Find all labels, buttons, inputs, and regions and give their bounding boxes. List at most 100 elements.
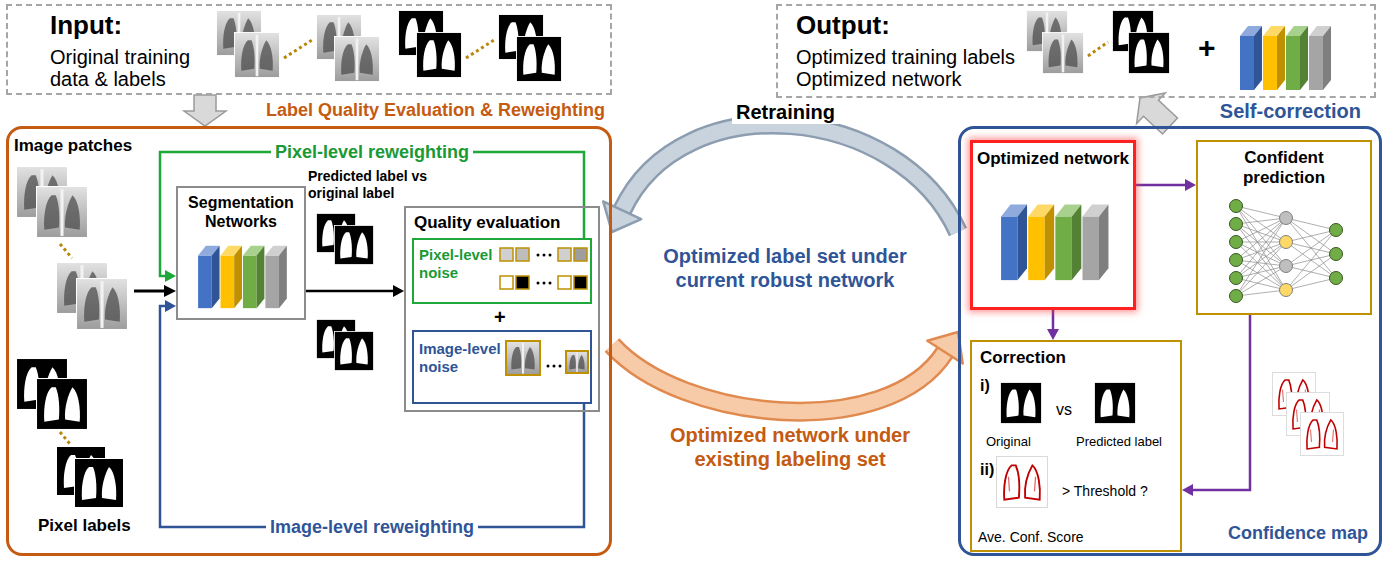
node-text: ii) xyxy=(980,460,994,479)
text-slot: Image patches xyxy=(14,136,132,156)
text-slot: Pixel-level reweighting xyxy=(271,141,473,163)
arrowhead xyxy=(1185,179,1196,191)
input-images xyxy=(216,10,561,81)
arrowhead xyxy=(1047,329,1059,340)
node-text: Original xyxy=(986,434,1031,450)
connector xyxy=(1182,315,1250,496)
node-text: Predicted label xyxy=(1076,434,1162,450)
curved-arrow-body xyxy=(622,124,958,232)
input-box: Input: Original training data & labels xyxy=(6,4,612,95)
text-slot: + xyxy=(1198,30,1216,66)
text-slot: Pixel-level noise xyxy=(419,246,499,282)
node-text: i) xyxy=(980,376,990,395)
node-text: Original training data & labels xyxy=(50,46,215,90)
annotation: Confidence map xyxy=(1228,522,1368,544)
arrowhead xyxy=(165,300,176,312)
node-title: Output: xyxy=(796,10,890,41)
annotation: + xyxy=(1198,30,1216,66)
node-text: vs xyxy=(1056,400,1072,419)
noise-squares xyxy=(500,248,587,289)
connector-line xyxy=(160,306,584,527)
node-title: Segmentation Networks xyxy=(182,193,300,231)
annotation: Optimized label set under current robust… xyxy=(648,244,922,292)
node-title: Pixel-level noise xyxy=(419,246,499,282)
connector xyxy=(184,95,226,126)
connector-line xyxy=(1193,315,1250,490)
node-title: Quality evaluation xyxy=(414,213,560,233)
node-title: Label Quality Evaluation & Reweighting xyxy=(266,99,605,121)
connector xyxy=(612,332,963,412)
text-slot: Image-level noise xyxy=(419,340,505,376)
connector xyxy=(306,285,404,297)
text-slot: Quality evaluation xyxy=(414,213,560,233)
network-box: Optimized network xyxy=(970,140,1136,310)
text-slot: Self-correction xyxy=(1220,99,1361,123)
text-slot: Optimized network xyxy=(973,149,1133,169)
connector xyxy=(1047,310,1059,340)
annotation: + xyxy=(494,305,506,329)
annotation: Predicted label vs original label xyxy=(308,168,434,202)
text-slot: Retraining xyxy=(732,100,839,124)
text-slot: + xyxy=(494,305,506,329)
edge-label: Pixel-level reweighting xyxy=(271,141,473,163)
curved-arrow-body xyxy=(612,345,945,412)
curved-arrow-outline xyxy=(612,345,945,412)
edge-label: Optimized network under existing labelin… xyxy=(650,423,930,471)
connector-line xyxy=(1052,310,1055,329)
node-text: Ave. Conf. Score xyxy=(978,529,1084,546)
connector xyxy=(603,124,958,232)
arrowhead xyxy=(603,201,641,232)
text-slot: Optimized training labels Optimized netw… xyxy=(796,46,1036,90)
process-box: Correction i) Original vsPredicted label ii)… xyxy=(970,340,1182,552)
connector-line xyxy=(160,152,584,276)
text-slot: Input: xyxy=(50,10,122,41)
connector xyxy=(160,152,584,282)
arrowhead xyxy=(165,270,176,282)
text-slot: Pixel labels xyxy=(38,516,131,536)
text-slot: Output: xyxy=(796,10,890,41)
annotation: Image patches xyxy=(14,136,132,156)
noise-box: Image-level noise xyxy=(412,330,592,404)
node-title: Self-correction xyxy=(1220,99,1361,123)
edge-label: Image-level reweighting xyxy=(266,516,478,538)
connector-line xyxy=(1136,184,1185,187)
text-slot: Confident prediction xyxy=(1198,148,1370,188)
text-slot: vs xyxy=(1056,400,1072,419)
output-box: Output: Optimized training labels Optimiz… xyxy=(776,4,1376,98)
text-slot: Predicted label vs original label xyxy=(308,168,434,202)
edge-label: Retraining xyxy=(732,100,839,124)
connector-line xyxy=(306,290,393,293)
node-title: Correction xyxy=(980,348,1066,368)
text-slot: Confidence map xyxy=(1228,522,1368,544)
stage-panel: Self-correctionOptimized networkConfiden… xyxy=(958,126,1382,556)
patch-images xyxy=(17,167,176,508)
node-title: Image-level noise xyxy=(419,340,505,376)
neural-net xyxy=(1230,200,1343,303)
curved-arrow-outline xyxy=(622,124,958,232)
text-slot: i) xyxy=(980,376,990,395)
node-title: Confident prediction xyxy=(1229,148,1339,188)
text-slot: ii) xyxy=(980,460,994,479)
noise-images xyxy=(506,341,588,375)
text-slot: Image-level reweighting xyxy=(266,516,478,538)
connector xyxy=(160,300,584,527)
process-box: Confident prediction xyxy=(1196,140,1372,315)
arrowhead xyxy=(1182,484,1193,496)
arrowhead xyxy=(393,285,404,297)
text-slot: Original training data & labels xyxy=(50,46,215,90)
text-slot: Segmentation Networks xyxy=(178,193,304,231)
text-slot: Optimized label set under current robust… xyxy=(648,244,922,292)
output-images xyxy=(1026,10,1331,90)
text-slot: Optimized network under existing labelin… xyxy=(650,423,930,471)
node-title: Optimized network xyxy=(977,149,1129,169)
text-slot: Correction xyxy=(980,348,1066,368)
confidence-maps xyxy=(1272,372,1343,455)
block-arrow xyxy=(184,95,226,126)
annotation: Pixel labels xyxy=(38,516,131,536)
text-slot: > Threshold ? xyxy=(1062,482,1148,500)
process-box: Segmentation Networks xyxy=(176,186,306,320)
text-slot: Predicted label xyxy=(1076,432,1162,450)
connector xyxy=(1136,179,1196,191)
node-text: Optimized training labels Optimized netw… xyxy=(796,46,1036,90)
